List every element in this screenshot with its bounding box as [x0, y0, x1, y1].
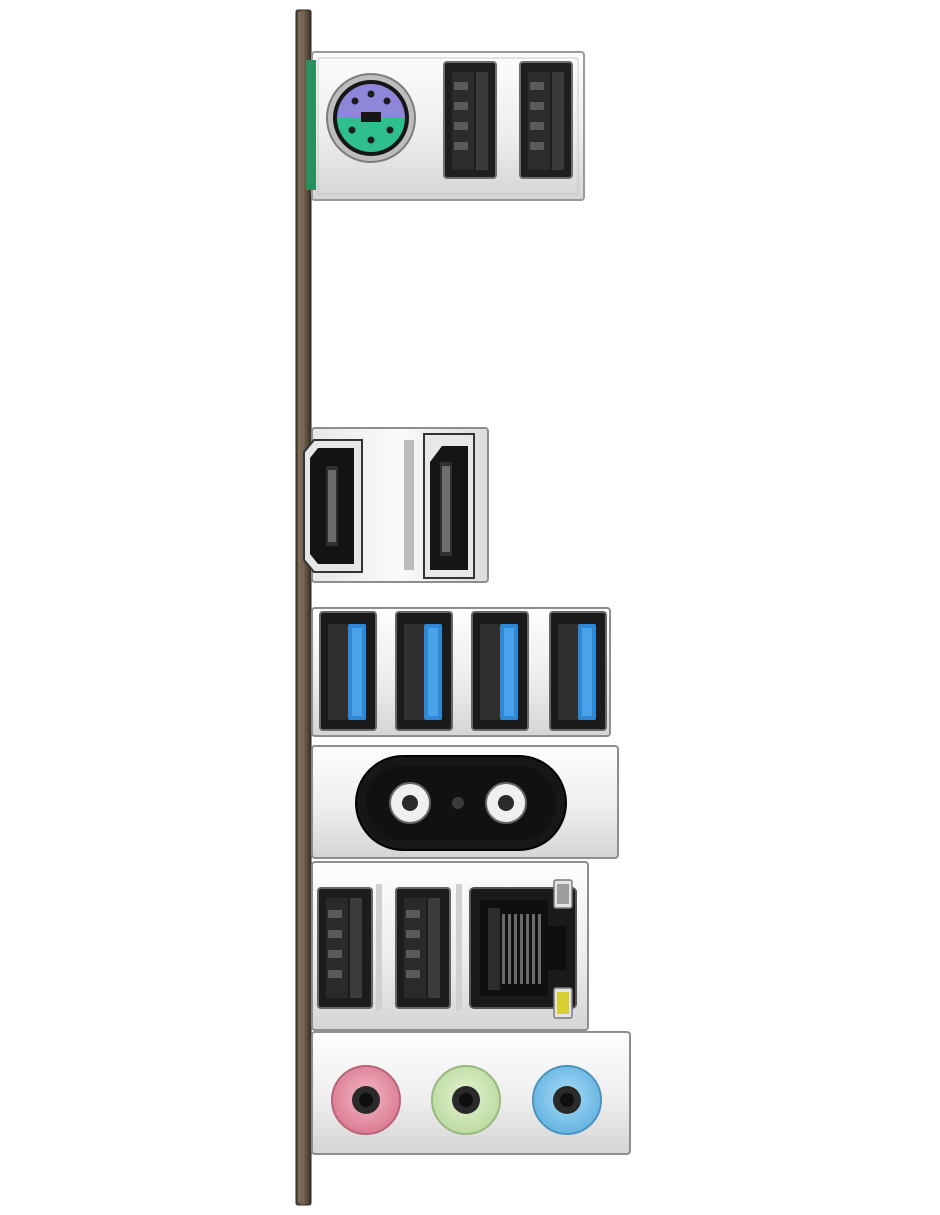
video-output-module: [303, 427, 489, 583]
usb-2-port-top-1[interactable]: [443, 61, 497, 179]
pcb-board-edge: [295, 9, 312, 1206]
displayport-icon[interactable]: [423, 433, 475, 579]
led-indicator-yellow: [553, 987, 573, 1019]
usb-3-port-4[interactable]: [549, 611, 607, 731]
usb3-module: [311, 607, 611, 737]
audio-jack-green-icon[interactable]: [431, 1065, 501, 1135]
antenna-connector-icon[interactable]: [355, 755, 567, 851]
audio-jack-pink-icon[interactable]: [331, 1065, 401, 1135]
audio-jack-blue-icon[interactable]: [532, 1065, 602, 1135]
usb-lan-module: [311, 861, 589, 1031]
led-indicator-green: [553, 879, 573, 909]
usb-3-port-3[interactable]: [471, 611, 529, 731]
usb-2-port-bottom-1[interactable]: [317, 887, 373, 1009]
usb-2-port-bottom-2[interactable]: [395, 887, 451, 1009]
hdmi-port-icon[interactable]: [303, 439, 363, 573]
ethernet-port-icon[interactable]: [469, 887, 577, 1009]
usb-3-port-2[interactable]: [395, 611, 453, 731]
usb-3-port-1[interactable]: [319, 611, 377, 731]
ps2-usb-module: [306, 51, 585, 201]
wifi-antenna-module: [311, 745, 619, 859]
audio-module: [311, 1031, 631, 1155]
usb-2-port-top-2[interactable]: [519, 61, 573, 179]
ps2-port-icon[interactable]: [326, 73, 416, 163]
